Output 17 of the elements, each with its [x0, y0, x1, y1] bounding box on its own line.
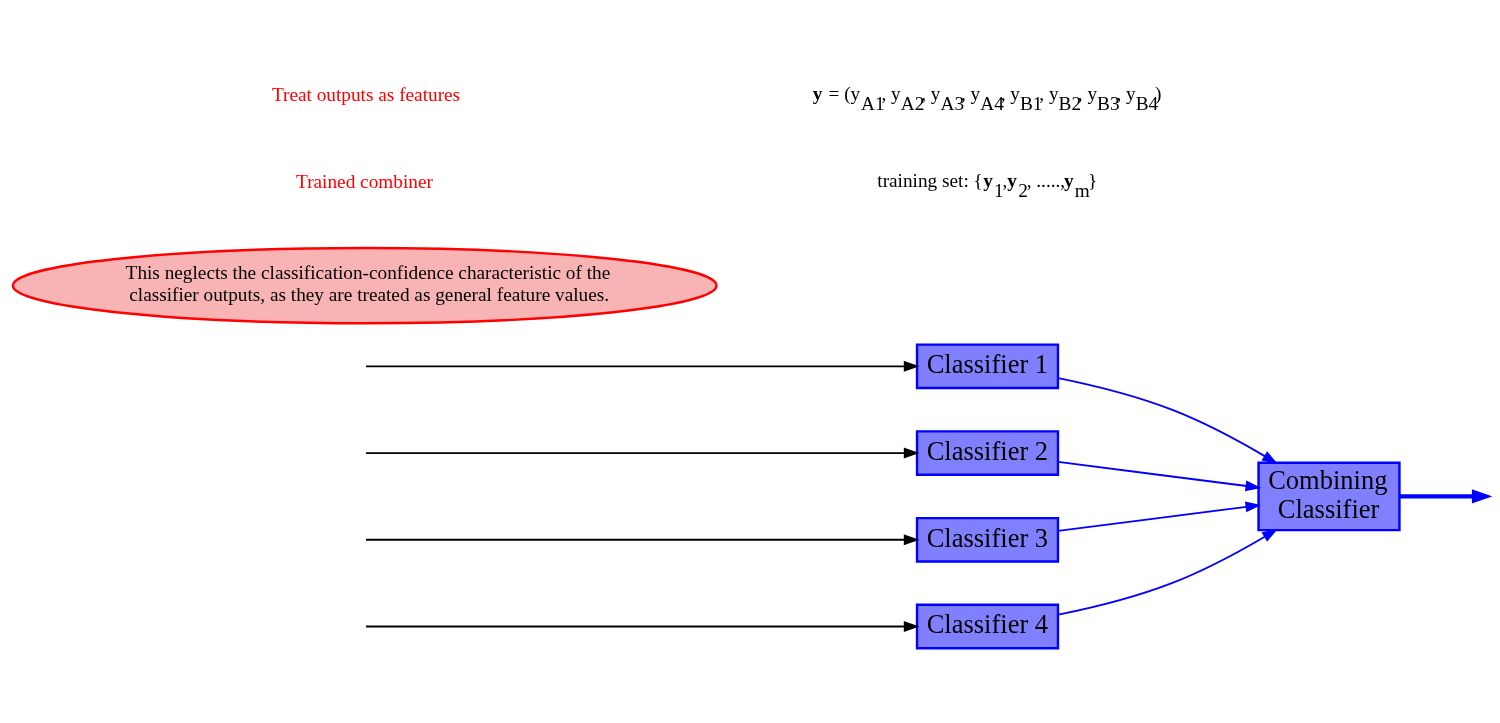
arrow: [1057, 461, 1262, 492]
arrow: [365, 621, 920, 632]
node-ellipse: This neglects the classification-confidence characteristic of the classifier outputs, as they are treated as general feature values.: [11, 246, 718, 325]
node-box: Classifier 1: [915, 343, 1060, 390]
node-box: Classifier 3: [915, 516, 1060, 563]
label: Trained combiner: [296, 170, 433, 192]
node-box: Classifier 4: [915, 603, 1060, 650]
arrow: [1057, 528, 1278, 616]
node-box: Classifier 2: [915, 430, 1060, 476]
arrow: [1399, 489, 1492, 504]
arrow: [365, 447, 920, 459]
arrow: [365, 360, 920, 372]
label: Treat outputs as features: [271, 84, 461, 106]
arrow: [1057, 377, 1278, 464]
arrow: [365, 534, 920, 546]
node-box: Combining Classifier: [1257, 461, 1401, 532]
arrow: [1057, 501, 1262, 532]
